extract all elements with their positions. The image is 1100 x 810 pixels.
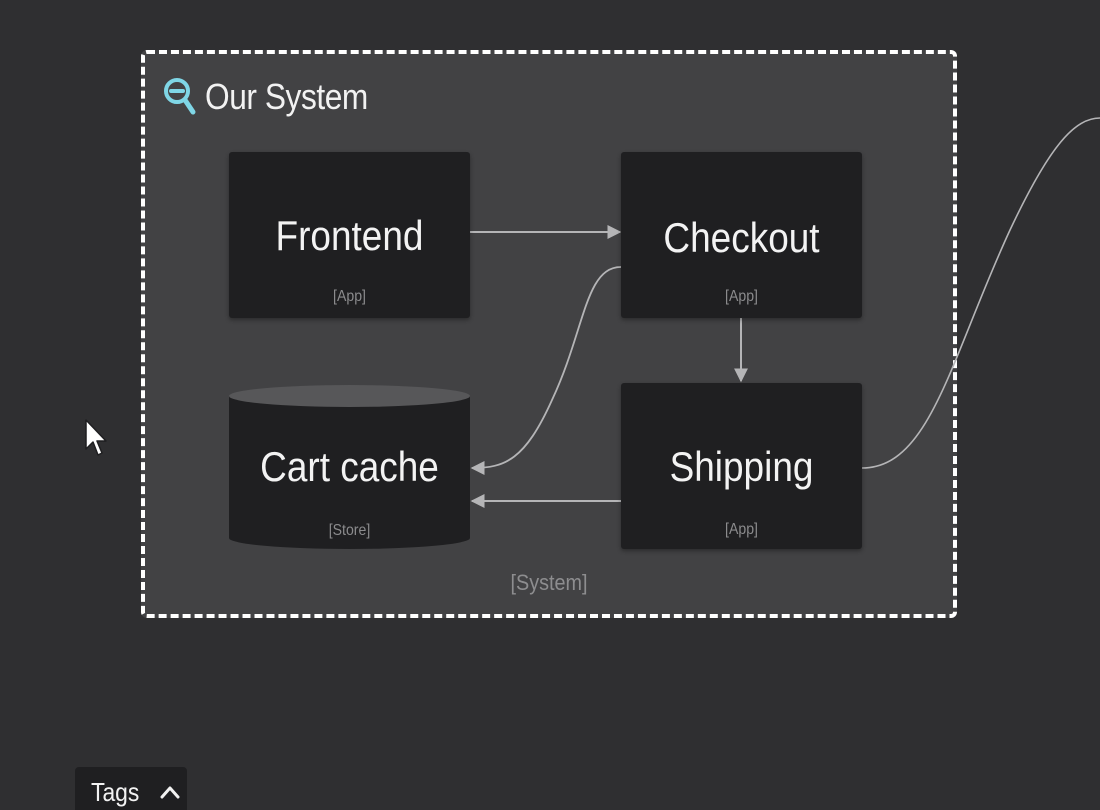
tags-panel-toggle[interactable]: Tags — [75, 767, 187, 810]
node-frontend[interactable]: Frontend [App] — [229, 152, 470, 318]
node-type-tag: [Store] — [328, 522, 371, 539]
node-type-tag: [App] — [333, 288, 366, 305]
zoom-out-icon[interactable] — [163, 76, 197, 118]
node-type-tag: [App] — [725, 288, 758, 305]
node-name: Shipping — [669, 443, 814, 490]
cylinder-shape — [229, 385, 470, 549]
group-title: Our System — [205, 76, 368, 117]
node-name: Checkout — [663, 214, 820, 261]
group-header: Our System — [163, 76, 390, 118]
node-name: Frontend — [275, 212, 424, 259]
node-cart-cache[interactable]: Cart cache [Store] — [229, 385, 470, 550]
edge-checkout-cart-cache[interactable] — [470, 266, 622, 475]
chevron-up-icon — [160, 786, 180, 799]
node-checkout[interactable]: Checkout [App] — [621, 152, 862, 318]
group-type-tag: [System] — [510, 570, 588, 595]
mouse-cursor-icon — [85, 419, 107, 456]
node-type-tag: [App] — [725, 521, 758, 538]
node-shipping[interactable]: Shipping [App] — [621, 383, 862, 549]
edge-shipping-external[interactable] — [861, 117, 1100, 469]
node-name: Cart cache — [260, 443, 439, 490]
tags-label: Tags — [91, 776, 140, 807]
